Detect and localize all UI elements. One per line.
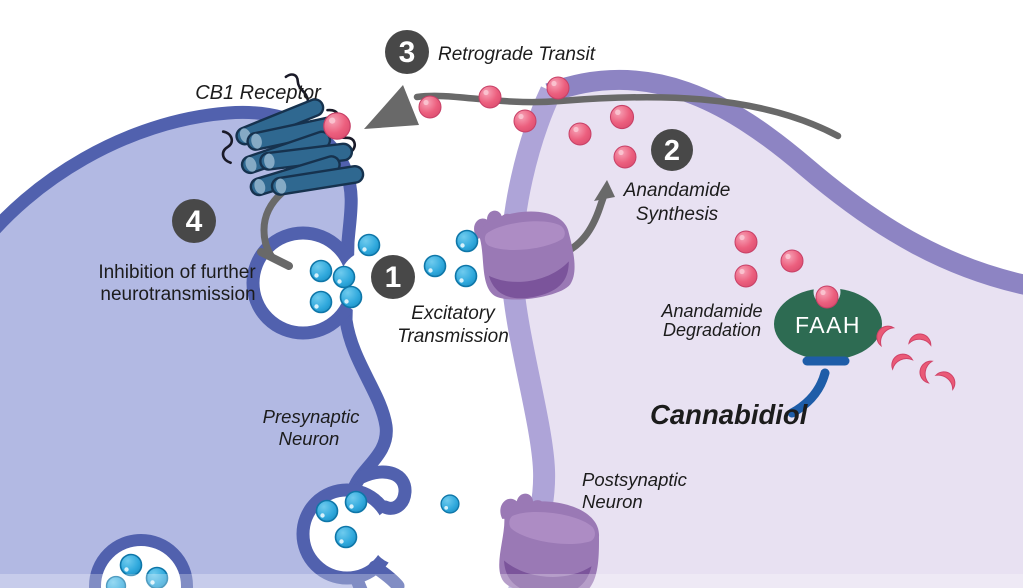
- anandamide-molecule: [323, 112, 351, 140]
- neurotransmitter-dot: [339, 285, 363, 309]
- g-protein-squiggle: [284, 73, 310, 103]
- step-1-label-line1: Excitatory: [411, 303, 496, 324]
- membrane-lip: [368, 560, 405, 588]
- neurotransmitter-dot: [309, 290, 333, 314]
- presynaptic-label-line2: Neuron: [279, 428, 340, 449]
- neurotransmitter-dot: [440, 494, 460, 514]
- step-3-number: 3: [399, 36, 416, 69]
- degradation-label-line1: Anandamide: [660, 301, 762, 321]
- anandamide-dot: [734, 264, 758, 288]
- cb1-receptor-label: CB1 Receptor: [195, 82, 322, 104]
- anandamide-dot: [609, 104, 635, 130]
- membrane-curl: [355, 465, 412, 515]
- anandamide-dot: [478, 85, 502, 109]
- anandamide-molecule: [815, 285, 839, 309]
- neurotransmitter-dot: [454, 264, 478, 288]
- step-2-label-line1: Anandamide: [623, 180, 731, 201]
- neurotransmitter-dot: [334, 525, 358, 549]
- step-2-number: 2: [664, 135, 680, 167]
- step-3-badge: 3: [385, 30, 429, 74]
- anandamide-dot: [418, 95, 442, 119]
- g-protein-squiggle: [221, 130, 234, 165]
- anandamide-dot: [613, 145, 637, 169]
- anandamide-dot: [568, 122, 592, 146]
- neurotransmitter-dot: [119, 553, 143, 577]
- step-2-badge: 2: [651, 129, 693, 171]
- vesicle-opening-bottom: [371, 507, 429, 565]
- step-1-badge: 1: [371, 255, 415, 299]
- step-4-number: 4: [186, 205, 203, 238]
- anandamide-dot: [546, 76, 570, 100]
- degradation-label-line2: Degradation: [663, 320, 761, 340]
- step-4-label-line1: Inhibition of further: [98, 262, 256, 283]
- neurotransmitter-dot: [423, 254, 447, 278]
- postsynaptic-label-line1: Postsynaptic: [582, 469, 688, 490]
- bottom-fade: [0, 574, 1023, 588]
- neurotransmitter-dot: [344, 490, 368, 514]
- neurotransmitter-dot: [332, 265, 356, 289]
- step-4-label-line2: neurotransmission: [100, 284, 255, 305]
- neurotransmitter-dot: [357, 233, 381, 257]
- step-3-label: Retrograde Transit: [438, 44, 596, 65]
- anandamide-synthesis-arrow: [557, 180, 615, 258]
- postsynaptic-neuron: [511, 79, 1023, 588]
- faah-enzyme: FAAH: [774, 278, 882, 360]
- anandamide-dot: [734, 230, 758, 254]
- anandamide-dot: [780, 249, 804, 273]
- postsynaptic-label-line2: Neuron: [582, 491, 643, 512]
- step-4-badge: 4: [172, 199, 216, 243]
- postsynaptic-membrane-top: [545, 69, 1023, 295]
- presynaptic-label-line1: Presynaptic: [263, 406, 360, 427]
- faah-label: FAAH: [795, 312, 861, 338]
- neurotransmitter-dot: [309, 259, 333, 283]
- step-1-number: 1: [385, 261, 402, 294]
- cannabidiol-label: Cannabidiol: [650, 399, 809, 430]
- neurotransmitter-dot: [455, 229, 479, 253]
- step-1-label-line2: Transmission: [397, 326, 509, 347]
- anandamide-dot: [513, 109, 537, 133]
- cannabidiol-inhibition-line: [787, 356, 850, 418]
- neurotransmitter-dot: [315, 499, 339, 523]
- step-2-label-line2: Synthesis: [636, 204, 719, 225]
- retrograde-transit-arrow: [364, 85, 842, 140]
